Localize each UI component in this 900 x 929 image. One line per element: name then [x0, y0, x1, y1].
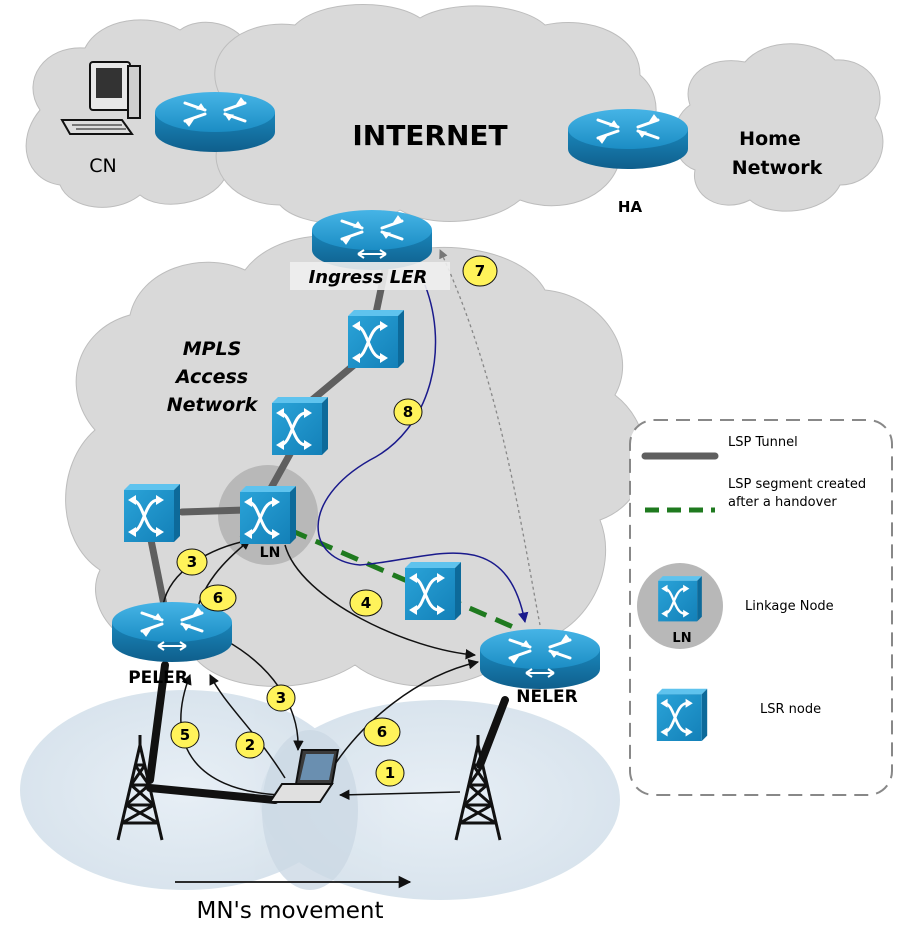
legend: LSP Tunnel LSP segment created after a h…	[629, 419, 893, 796]
lsr-switch-icon	[238, 484, 298, 546]
svg-text:6: 6	[377, 723, 387, 741]
step-marker: 5	[170, 721, 200, 749]
lsr-node-ln	[238, 484, 298, 546]
binding-update-path	[439, 249, 541, 626]
computer-icon	[60, 61, 141, 135]
step-marker: 6	[363, 717, 401, 747]
ha-router	[566, 107, 690, 171]
ln-label: LN	[260, 545, 281, 561]
ha-label: HA	[618, 198, 643, 216]
legend-linkage-node-icon	[656, 574, 704, 623]
lsr-node-1	[346, 308, 406, 370]
home-network-label-line1: Home	[739, 128, 801, 150]
internet-label: INTERNET	[352, 119, 507, 152]
ingress-ler-label-bg	[290, 262, 450, 290]
svg-text:1: 1	[385, 764, 395, 782]
router-icon	[566, 107, 690, 171]
lsr-switch-icon	[122, 482, 182, 544]
legend-lsr-node-icon	[655, 687, 709, 743]
step-marker: 1	[375, 759, 405, 787]
cn-router	[153, 90, 277, 154]
ingress-ler-label: Ingress LER	[309, 267, 428, 288]
lsr-switch-icon	[270, 395, 330, 457]
lsr-switch-icon	[403, 560, 463, 622]
arrow-step-2	[209, 674, 286, 779]
arrow-step-1	[338, 789, 461, 801]
step-marker: 4	[349, 589, 383, 617]
lsr-node-3	[122, 482, 182, 544]
svg-text:8: 8	[403, 403, 413, 421]
legend-lsr-node-label: LSR node	[760, 702, 821, 717]
step-marker: 2	[235, 731, 265, 759]
step-marker: 3	[266, 684, 296, 712]
router-icon	[480, 629, 600, 689]
home-network-cloud	[673, 43, 884, 212]
mpls-label-line2: Access	[174, 366, 248, 388]
arrow-step-5	[180, 674, 281, 796]
lsr-switch-icon	[655, 687, 709, 743]
legend-linkage-node-label: Linkage Node	[745, 599, 834, 614]
neler-router	[480, 629, 600, 689]
step-markers: 1 2 3 3 4 5 6 6 7 8	[170, 255, 498, 787]
svg-text:3: 3	[187, 553, 197, 571]
radio-cells	[20, 690, 620, 900]
peler-label: PELER	[128, 668, 188, 688]
ingress-ler-router	[312, 210, 432, 270]
svg-text:6: 6	[213, 589, 223, 607]
svg-text:4: 4	[361, 594, 371, 612]
legend-lsp-segment-label-line2: after a handover	[728, 495, 837, 510]
legend-lsp-segment-label-line1: LSP segment created	[728, 477, 866, 492]
neler-label: NELER	[516, 687, 577, 707]
home-network-label-line2: Network	[732, 157, 823, 179]
step-marker: 7	[462, 255, 498, 287]
svg-text:3: 3	[276, 689, 286, 707]
legend-lsp-tunnel-label: LSP Tunnel	[728, 435, 798, 450]
svg-text:2: 2	[245, 736, 255, 754]
svg-text:5: 5	[180, 726, 190, 744]
cn-label: CN	[89, 155, 116, 177]
lsr-node-2	[270, 395, 330, 457]
laptop-icon	[268, 749, 340, 803]
svg-text:7: 7	[475, 262, 485, 280]
mpls-label-line1: MPLS	[183, 338, 242, 360]
radio-links	[146, 661, 509, 804]
router-icon	[153, 90, 277, 154]
handover-data-path	[317, 284, 529, 624]
lsr-switch-icon	[656, 574, 704, 623]
router-icon	[312, 210, 432, 270]
mpls-label-line3: Network	[167, 394, 259, 416]
lsr-node-4	[403, 560, 463, 622]
step-marker: 8	[393, 398, 423, 426]
step-marker: 3	[176, 548, 208, 576]
step-marker: 6	[199, 584, 237, 612]
arrow-step-4	[284, 544, 477, 660]
lsr-switch-icon	[346, 308, 406, 370]
legend-linkage-badge: LN	[672, 631, 691, 646]
arrow-step-6b	[324, 658, 480, 781]
movement-label: MN's movement	[196, 898, 383, 924]
